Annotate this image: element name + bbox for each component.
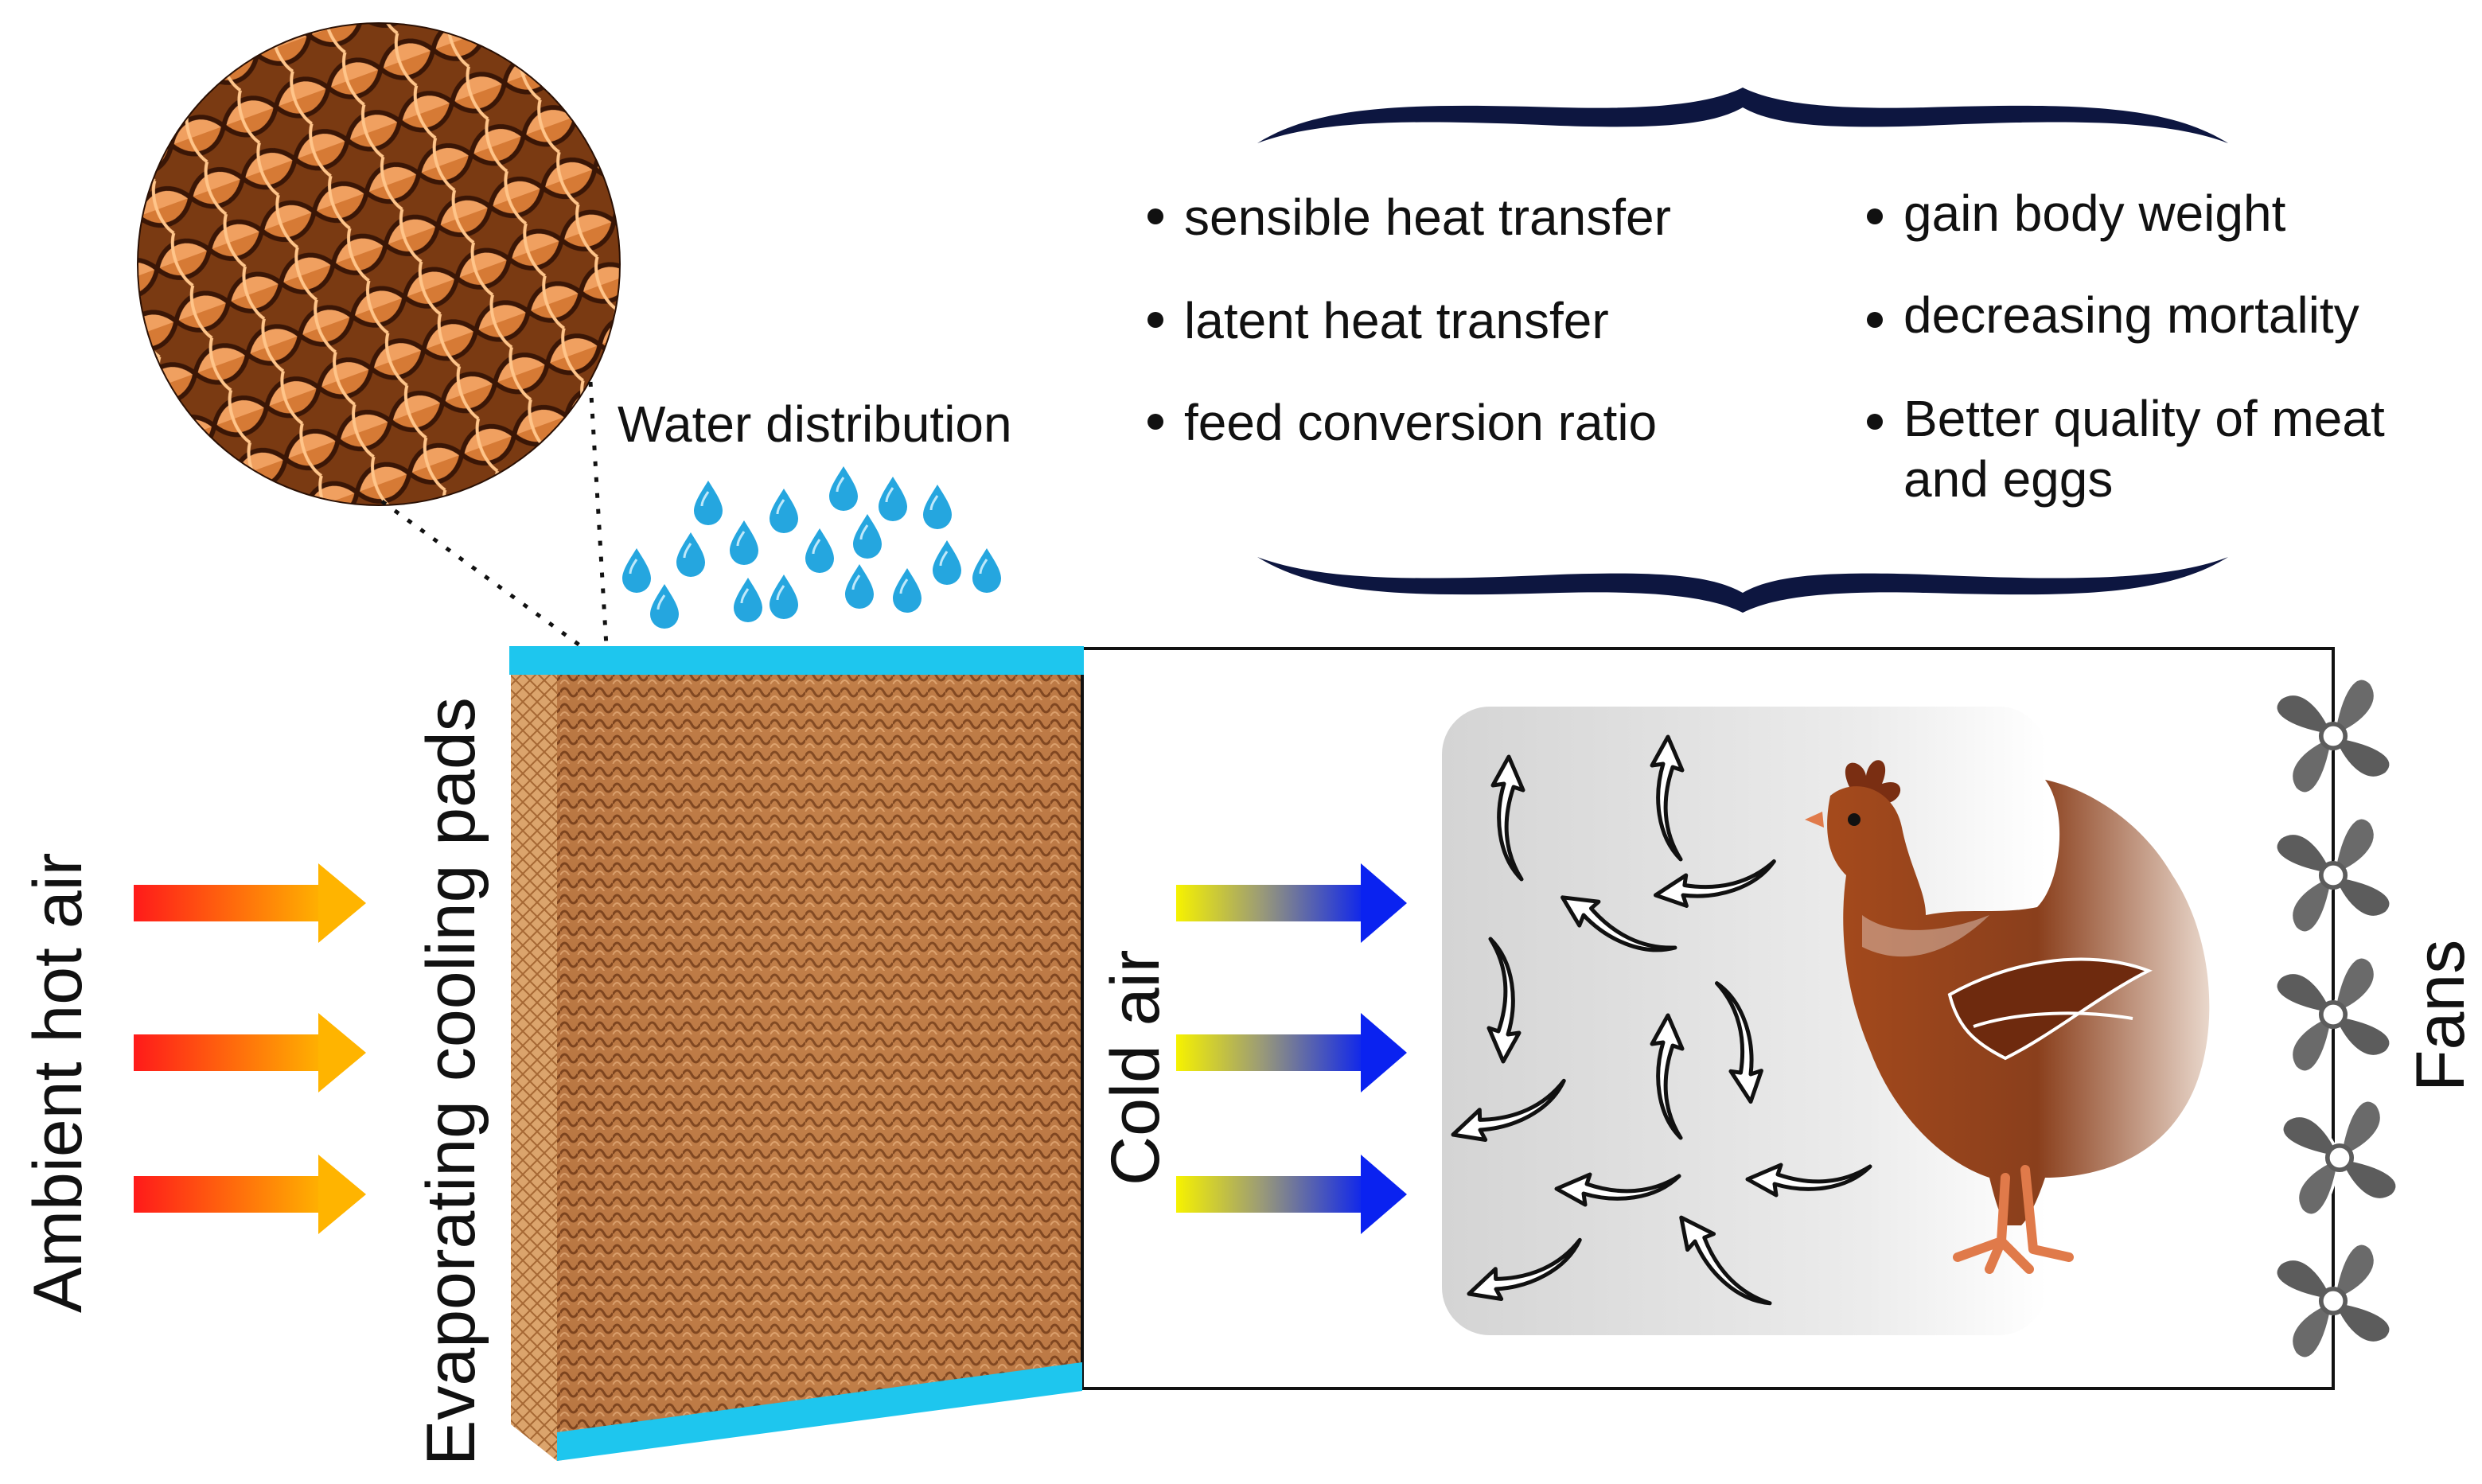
water-distribution-bar	[509, 646, 1084, 675]
zoom-callout-line	[380, 499, 583, 649]
benefit-body-weight: gain body weight	[1903, 185, 2286, 242]
cold-air-arrows	[1176, 863, 1407, 1234]
pad-zoom-view	[137, 22, 621, 649]
bullet	[1867, 414, 1883, 430]
label-ambient-hot-air: Ambient hot air	[20, 853, 96, 1313]
benefit-latent-heat: latent heat transfer	[1184, 292, 1609, 349]
curly-brace-bottom	[1257, 557, 2228, 613]
water-drop-icon	[971, 547, 1003, 594]
water-drop-icon	[804, 527, 836, 575]
bullet	[1147, 208, 1163, 224]
water-drop-icon	[931, 539, 963, 586]
exhaust-fans	[2276, 679, 2398, 1359]
water-drops	[621, 465, 1003, 630]
cold-air-arrow-icon	[1176, 863, 1407, 943]
water-drop-icon	[844, 563, 875, 610]
water-drop-icon	[692, 479, 724, 527]
curly-brace-top	[1257, 88, 2228, 143]
benefits-right-list: gain body weight decreasing mortality Be…	[1867, 185, 2385, 508]
water-drop-icon	[828, 465, 859, 512]
benefit-mortality: decreasing mortality	[1903, 286, 2359, 344]
hot-air-arrow-icon	[134, 863, 366, 943]
water-collection-bar	[557, 1362, 1082, 1461]
hot-air-arrows	[134, 863, 366, 1234]
water-drop-icon	[877, 475, 909, 523]
water-drop-icon	[675, 531, 707, 578]
benefits-left-list: sensible heat transfer latent heat trans…	[1147, 189, 1671, 451]
chicken-icon	[1805, 760, 2210, 1274]
water-drop-icon	[851, 512, 883, 560]
water-drop-icon	[728, 519, 760, 567]
water-drop-icon	[768, 487, 800, 535]
bullet	[1867, 312, 1883, 328]
water-drop-icon	[621, 547, 653, 594]
fan-icon	[2282, 1100, 2398, 1216]
label-evaporating-cooling-pads: Evaporating cooling pads	[413, 697, 489, 1466]
label-fans: Fans	[2402, 940, 2479, 1092]
water-drop-icon	[768, 573, 800, 621]
bullet	[1147, 414, 1163, 430]
water-drop-icon	[732, 576, 764, 624]
benefit-sensible-heat: sensible heat transfer	[1184, 189, 1671, 246]
bullet	[1867, 208, 1883, 224]
benefit-feed-conversion: feed conversion ratio	[1184, 394, 1657, 451]
hot-air-arrow-icon	[134, 1013, 366, 1093]
label-cold-air: Cold air	[1097, 950, 1174, 1186]
water-drop-icon	[921, 483, 953, 531]
benefit-quality-line1: Better quality of meat	[1903, 390, 2385, 447]
benefit-quality-line2: and eggs	[1903, 450, 2113, 508]
cold-air-arrow-icon	[1176, 1155, 1407, 1234]
zoom-callout-line	[588, 381, 609, 647]
bullet	[1147, 312, 1163, 328]
hot-air-arrow-icon	[134, 1155, 366, 1234]
label-water-distribution: Water distribution	[618, 395, 1012, 453]
water-drop-icon	[891, 567, 923, 614]
water-drop-icon	[649, 582, 680, 630]
evaporating-cooling-pad	[509, 646, 1084, 1461]
cold-air-arrow-icon	[1176, 1013, 1407, 1093]
